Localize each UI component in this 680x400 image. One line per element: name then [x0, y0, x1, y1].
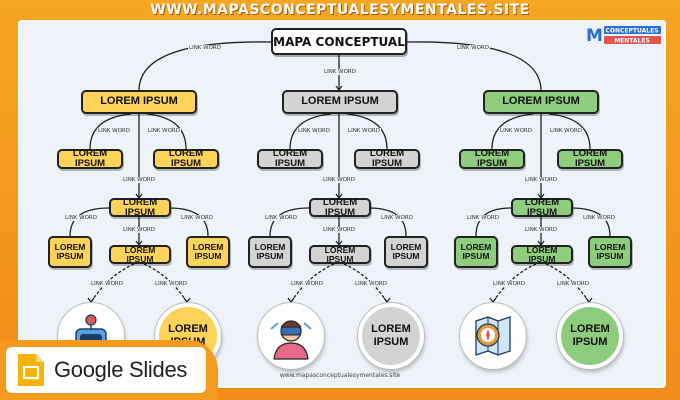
gray-leaf-center: LOREM IPSUM — [309, 245, 371, 264]
connector — [343, 263, 388, 303]
logo-mark: M — [586, 26, 603, 46]
link-word-label: LINK WORD — [97, 128, 131, 134]
connector — [406, 41, 542, 91]
link-word-label: LINK WORD — [322, 227, 356, 233]
connector — [475, 207, 512, 237]
map-compass-icon — [460, 303, 526, 369]
link-word-label: LINK WORD — [380, 215, 414, 221]
connector — [570, 207, 611, 237]
site-logo: M CONCEPTUALES MENTALES — [585, 24, 663, 46]
link-word-label: LINK WORD — [290, 281, 324, 287]
arrowhead — [585, 297, 593, 303]
green-right-node: LOREM IPSUM — [557, 149, 623, 169]
link-word-label: LINK WORD — [582, 215, 616, 221]
gray-center-node: LOREM IPSUM — [309, 197, 371, 217]
link-word-label: LINK WORD — [456, 45, 490, 51]
connector — [90, 263, 135, 303]
arrowhead — [87, 297, 95, 303]
link-word-label: LINK WORD — [297, 128, 331, 134]
logo-line2: MENTALES — [614, 38, 650, 45]
site-url-bottom: www.mapasconceptualesymentales.site — [279, 372, 401, 379]
link-word-label: LINK WORD — [122, 227, 156, 233]
connector — [290, 263, 335, 303]
connector — [168, 207, 209, 237]
gray-left-node: LOREM IPSUM — [257, 149, 323, 169]
green-leaf-center: LOREM IPSUM — [511, 245, 573, 264]
gray-main-node: LOREM IPSUM — [282, 90, 398, 114]
link-word-label: LINK WORD — [524, 177, 558, 183]
arrowhead — [489, 297, 497, 303]
connector — [346, 113, 388, 150]
yellow-right-node: LOREM IPSUM — [153, 149, 219, 169]
connector — [143, 263, 188, 303]
link-word-label: LINK WORD — [549, 128, 583, 134]
green-center-node: LOREM IPSUM — [511, 197, 573, 217]
link-word-label: LINK WORD — [147, 128, 181, 134]
link-word-label: LINK WORD — [180, 215, 214, 221]
yellow-leaf-center: LOREM IPSUM — [109, 245, 171, 264]
gray-right-node: LOREM IPSUM — [354, 149, 420, 169]
connector — [548, 113, 591, 150]
connector — [368, 207, 407, 237]
google-slides-label: Google Slides — [54, 357, 188, 382]
green-main-node: LOREM IPSUM — [483, 90, 599, 114]
diagram-title: MAPA CONCEPTUAL — [271, 28, 407, 55]
vr-headset-person-icon — [258, 303, 324, 369]
link-word-label: LINK WORD — [524, 227, 558, 233]
link-word-label: LINK WORD — [154, 281, 188, 287]
connector — [89, 113, 132, 150]
connector — [146, 113, 187, 150]
link-word-label: LINK WORD — [323, 69, 357, 75]
arrowhead — [183, 297, 191, 303]
yellow-left-node: LOREM IPSUM — [57, 149, 123, 169]
connector — [492, 263, 537, 303]
green-left-node: LOREM IPSUM — [459, 149, 525, 169]
connector — [289, 113, 332, 150]
connector — [491, 113, 534, 150]
link-word-label: LINK WORD — [499, 128, 533, 134]
site-url-top: WWW.MAPASCONCEPTUALESYMENTALES.SITE — [150, 2, 530, 18]
link-word-label: LINK WORD — [64, 215, 98, 221]
link-word-label: LINK WORD — [264, 215, 298, 221]
link-word-label: LINK WORD — [188, 45, 222, 51]
link-word-label: LINK WORD — [347, 128, 381, 134]
google-slides-icon — [18, 354, 44, 386]
arrowhead — [383, 297, 391, 303]
link-word-label: LINK WORD — [466, 215, 500, 221]
link-word-label: LINK WORD — [90, 281, 124, 287]
yellow-center-node: LOREM IPSUM — [109, 197, 171, 217]
link-word-label: LINK WORD — [322, 177, 356, 183]
link-word-label: LINK WORD — [122, 177, 156, 183]
google-slides-badge: Google Slides — [0, 340, 218, 400]
connector — [269, 207, 310, 237]
connector — [69, 207, 110, 237]
arrowhead — [287, 297, 295, 303]
logo-line1: CONCEPTUALES — [605, 28, 658, 35]
yellow-main-node: LOREM IPSUM — [81, 90, 197, 114]
connector — [545, 263, 590, 303]
link-word-label: LINK WORD — [556, 281, 590, 287]
connector — [138, 41, 272, 91]
link-word-label: LINK WORD — [354, 281, 388, 287]
link-word-label: LINK WORD — [492, 281, 526, 287]
